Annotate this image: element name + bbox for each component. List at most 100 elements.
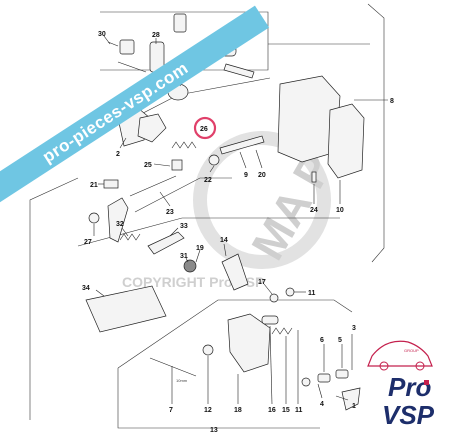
part-27-nut bbox=[88, 212, 100, 224]
part-5-bushing bbox=[335, 369, 349, 379]
callout-30: 30 bbox=[98, 31, 106, 38]
leader-31 bbox=[185, 257, 189, 263]
part-1-lever bbox=[341, 387, 361, 411]
callout-27: 27 bbox=[84, 239, 92, 246]
frame-bottom-box bbox=[117, 368, 320, 429]
part-23-shaft bbox=[129, 175, 177, 197]
leader-1 bbox=[335, 395, 349, 401]
part-top-cap bbox=[173, 13, 187, 33]
callout-8: 8 bbox=[390, 98, 394, 105]
part-18-housing bbox=[227, 313, 271, 373]
part-30-connector bbox=[119, 39, 135, 55]
leader-20 bbox=[255, 149, 263, 169]
provsp-logo: GROUP Pro VSP bbox=[367, 340, 435, 430]
part-34-gasket bbox=[85, 285, 167, 333]
part-21-bolt bbox=[103, 179, 119, 189]
part-6-bushing bbox=[317, 373, 331, 383]
part-11-washer-a bbox=[285, 287, 295, 297]
leader-30 bbox=[103, 35, 111, 45]
callout-14: 14 bbox=[220, 237, 228, 244]
callout-9: 9 bbox=[244, 172, 248, 179]
logo-wheel-rear bbox=[415, 361, 425, 371]
leader-23 bbox=[159, 191, 171, 207]
stamp-label: 10mm bbox=[176, 378, 188, 383]
part-12-seal bbox=[202, 344, 214, 356]
callout-31: 31 bbox=[180, 253, 188, 260]
part-10-gasket bbox=[327, 103, 365, 179]
part-22-washer bbox=[208, 154, 220, 166]
frame-right bbox=[367, 3, 385, 263]
frame-diag-mid bbox=[134, 177, 232, 213]
frame-left bbox=[29, 177, 79, 420]
callout-26: 26 bbox=[200, 126, 208, 133]
callout-7: 7 bbox=[169, 407, 173, 414]
callout-33: 33 bbox=[180, 223, 188, 230]
part-20-shaft bbox=[219, 135, 265, 155]
callout-23: 23 bbox=[166, 209, 174, 216]
leader-2 bbox=[119, 137, 127, 149]
callout-34: 34 bbox=[82, 285, 90, 292]
callout-32: 32 bbox=[116, 221, 124, 228]
logo-wheel-front bbox=[379, 361, 389, 371]
leader-9 bbox=[239, 151, 247, 169]
leader-25 bbox=[153, 163, 171, 167]
leader-34 bbox=[95, 289, 105, 297]
logo-car-outline bbox=[367, 340, 433, 367]
part-24-pin bbox=[311, 171, 317, 183]
callout-16: 16 bbox=[268, 407, 276, 414]
leader-17 bbox=[263, 283, 273, 295]
leader-lines bbox=[93, 35, 388, 405]
leader-33 bbox=[169, 227, 179, 237]
callout-2: 2 bbox=[116, 151, 120, 158]
callout-4: 4 bbox=[320, 401, 324, 408]
part-17-washer bbox=[269, 293, 279, 303]
part-26-spring bbox=[171, 141, 197, 149]
part-7-lever bbox=[149, 357, 197, 377]
callout-6: 6 bbox=[320, 337, 324, 344]
part-31-cap bbox=[183, 259, 197, 273]
website-banner: pro-pieces-vsp.com bbox=[0, 5, 270, 208]
part-32-lever bbox=[107, 197, 129, 243]
callout-3: 3 bbox=[352, 325, 356, 332]
callout-18: 18 bbox=[234, 407, 242, 414]
highlight-ring bbox=[193, 116, 217, 140]
callout-19: 19 bbox=[196, 245, 204, 252]
callout-25: 25 bbox=[144, 162, 152, 169]
part-2-gasket bbox=[137, 113, 167, 143]
part-25-block bbox=[171, 159, 183, 171]
callout-20: 20 bbox=[258, 172, 266, 179]
leader-14 bbox=[223, 243, 227, 257]
part-11-washer-b bbox=[301, 377, 311, 387]
leader-19 bbox=[195, 249, 201, 263]
leader-22 bbox=[209, 165, 215, 173]
callout-10: 10 bbox=[336, 207, 344, 214]
part-30-rod bbox=[117, 61, 147, 73]
leader-32 bbox=[121, 227, 129, 237]
callout-21: 21 bbox=[90, 182, 98, 189]
callout-1: 1 bbox=[352, 403, 356, 410]
part-33-lever bbox=[147, 231, 185, 255]
part-30-bolt bbox=[107, 41, 119, 47]
part-32-spring bbox=[119, 233, 141, 241]
logo-group-text: GROUP bbox=[404, 348, 419, 353]
logo-pro-text: Pro bbox=[388, 372, 431, 402]
callout-11-lower: 11 bbox=[295, 407, 303, 414]
part-15-spring bbox=[271, 327, 293, 335]
logo-vsp-text: VSP bbox=[382, 400, 435, 430]
callout-13: 13 bbox=[210, 427, 218, 434]
callout-28: 28 bbox=[152, 32, 160, 39]
highlight-26: 26 bbox=[193, 116, 217, 140]
callout-12: 12 bbox=[204, 407, 212, 414]
part-16-pin bbox=[261, 315, 279, 325]
callout-22: 22 bbox=[204, 177, 212, 184]
callout-11-upper: 11 bbox=[308, 290, 316, 297]
callout-15: 15 bbox=[282, 407, 290, 414]
banner-stripe bbox=[0, 5, 270, 208]
logo-red-square bbox=[424, 380, 429, 385]
callout-5: 5 bbox=[338, 337, 342, 344]
callout-17: 17 bbox=[258, 279, 266, 286]
leader-16 bbox=[269, 325, 273, 405]
leader-4 bbox=[317, 383, 323, 399]
